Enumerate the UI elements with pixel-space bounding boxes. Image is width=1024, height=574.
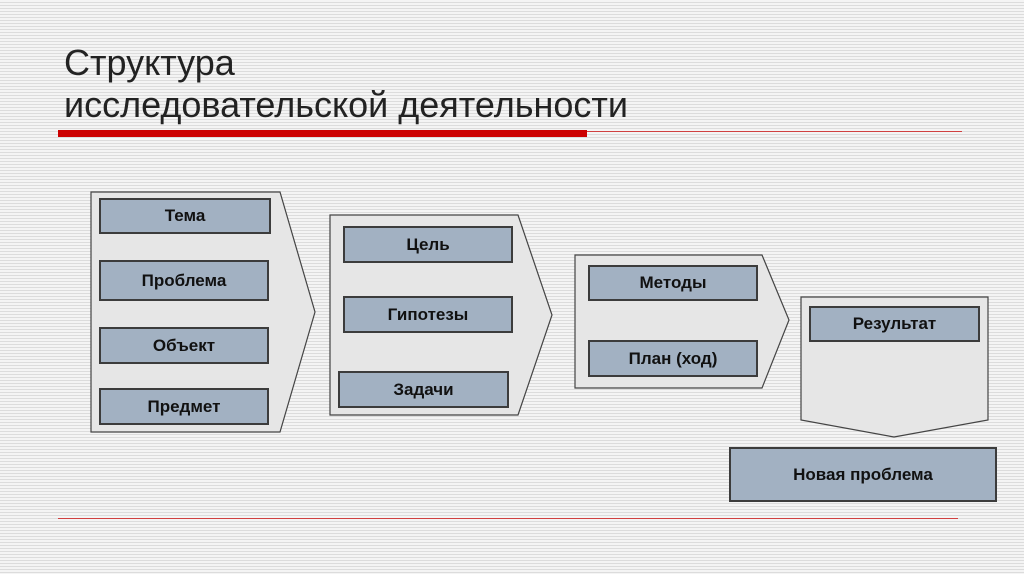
item-result: Результат bbox=[809, 306, 980, 342]
item-object: Объект bbox=[99, 327, 269, 364]
item-hypotheses: Гипотезы bbox=[343, 296, 513, 333]
item-plan: План (ход) bbox=[588, 340, 758, 377]
title-underline-thin bbox=[587, 131, 962, 132]
item-subject: Предмет bbox=[99, 388, 269, 425]
title-line-1: Структура bbox=[64, 42, 235, 83]
item-tasks: Задачи bbox=[338, 371, 509, 408]
title-line-2: исследовательской деятельности bbox=[64, 84, 628, 125]
item-topic: Тема bbox=[99, 198, 271, 234]
stage-1-arrow bbox=[90, 191, 316, 433]
new-problem-box: Новая проблема bbox=[729, 447, 997, 502]
slide-title: Структура исследовательской деятельности bbox=[64, 42, 628, 126]
footer-line bbox=[58, 518, 958, 519]
item-goal: Цель bbox=[343, 226, 513, 263]
title-underline-thick bbox=[58, 130, 587, 137]
item-problem: Проблема bbox=[99, 260, 269, 301]
item-methods: Методы bbox=[588, 265, 758, 301]
